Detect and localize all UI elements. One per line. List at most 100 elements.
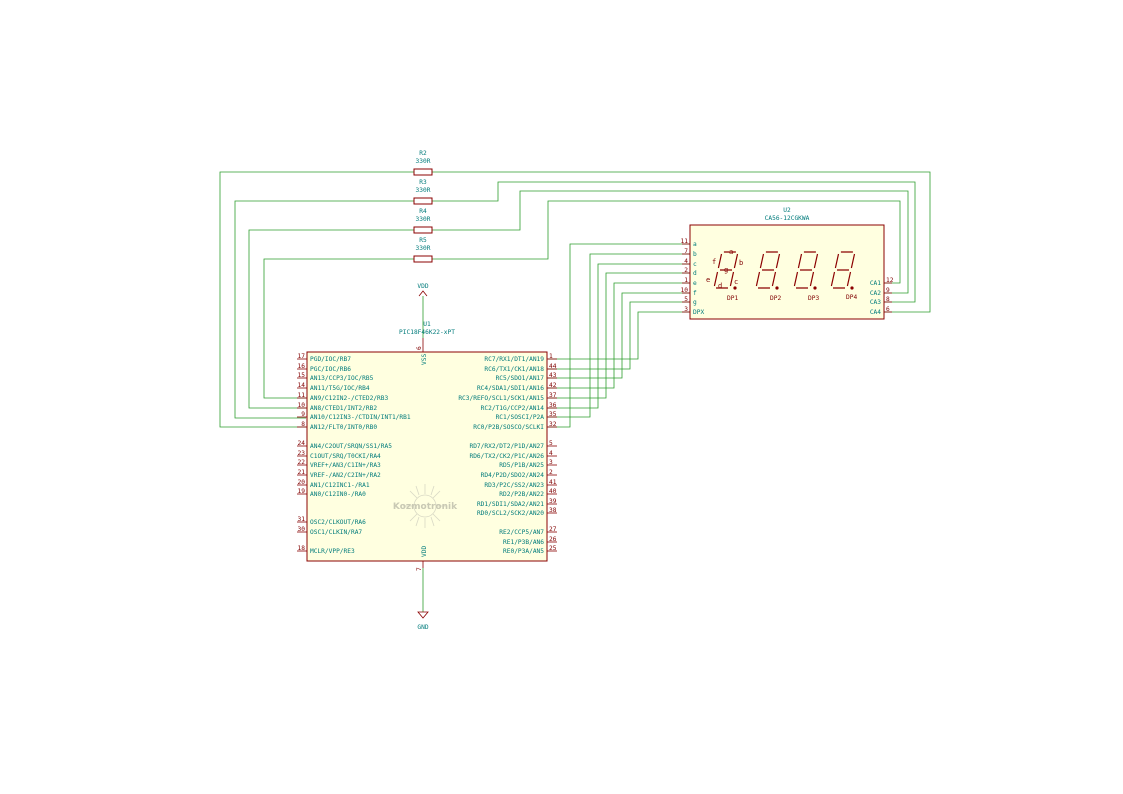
u2-pin-name: b: [693, 251, 697, 258]
u2-pin-number: 10: [681, 287, 689, 294]
u2-pin-name: d: [693, 270, 697, 277]
u1-pin-mclr-vpp-re3[interactable]: 18 MCLR/VPP/RE3: [297, 545, 355, 555]
u1-pin-number: 30: [298, 526, 306, 533]
decimal-point-dot: [813, 286, 817, 290]
digit-segments: [713, 251, 739, 289]
u1-pin-number: 24: [298, 440, 306, 447]
u1-pin-name: RD0/SCL2/SCK2/AN20: [477, 510, 544, 517]
u1-pin-name: AN10/C12IN3-/CTDIN/INT1/RB1: [310, 414, 411, 421]
dp1-label: DP1: [727, 295, 738, 302]
resistor-r4-ref: R4: [419, 208, 427, 215]
wire-rc3-d: [548, 272, 690, 399]
wire-rc7-dpx: [548, 311, 690, 360]
u2-pin-name: CA1: [870, 280, 881, 287]
u1-pin-number: 8: [301, 421, 305, 428]
u1-pin-number: 15: [298, 372, 306, 379]
seg-letter-b: b: [739, 259, 743, 267]
u2-pin-number: 7: [684, 248, 688, 255]
u2-pin-a[interactable]: 11 a: [681, 238, 697, 248]
u2-pin-number: 12: [886, 277, 894, 284]
u2-pin-number: 6: [886, 306, 890, 313]
u1-pin-number: 1: [549, 353, 553, 360]
u1-vdd-label: VDD: [421, 546, 428, 557]
u1-pin-number: 38: [549, 507, 557, 514]
mcu-u1[interactable]: U1 PIC18F46K22-xPT Kozmotronik 6 VSS 7 V…: [297, 321, 557, 571]
u1-right-pin-group: 1RC7/RX1/DT1/AN1944RC6/TX1/CK1/AN1843RC5…: [458, 353, 557, 555]
u2-pin-number: 3: [684, 306, 688, 313]
resistor-r3-body: [413, 197, 433, 205]
seg-letter-e: e: [706, 276, 710, 284]
u2-pin-name: a: [693, 241, 697, 248]
decimal-point-dot: [775, 286, 779, 290]
u2-pin-ca1[interactable]: 12 CA1: [870, 277, 894, 287]
u1-pin-number: 25: [549, 545, 557, 552]
u1-pin-rd0-scl2-sck2-an20[interactable]: 38 RD0/SCL2/SCK2/AN20: [477, 507, 557, 517]
seg-letter-d: d: [718, 282, 722, 290]
vdd-symbol[interactable]: VDD: [417, 283, 429, 297]
u1-pin-number: 5: [549, 440, 553, 447]
decimal-point-dot: [850, 286, 854, 290]
u2-pin-name: CA3: [870, 299, 881, 306]
u1-value: PIC18F46K22-xPT: [399, 329, 455, 336]
u1-pin-number: 18: [298, 545, 306, 552]
resistor-r4[interactable]: R4 330R: [413, 208, 433, 234]
u1-pin-name: VREF+/AN3/C1IN+/RA3: [310, 462, 381, 469]
u2-pin-number: 11: [681, 238, 689, 245]
u1-pin-name: MCLR/VPP/RE3: [310, 548, 355, 555]
resistor-r2[interactable]: R2 330R: [413, 150, 433, 176]
u1-pin-number: 21: [298, 469, 306, 476]
resistor-r3[interactable]: R3 330R: [413, 179, 433, 205]
wire-rc6-g: [548, 301, 690, 370]
u2-pin-dpx[interactable]: 3 DPX: [682, 306, 704, 316]
u1-pin-number: 39: [549, 498, 557, 505]
u2-pin-name: DPX: [693, 309, 704, 316]
gnd-symbol[interactable]: GND: [417, 611, 429, 631]
resistor-r5[interactable]: R5 330R: [413, 237, 433, 263]
seven-segment-digit-1: [713, 251, 739, 290]
